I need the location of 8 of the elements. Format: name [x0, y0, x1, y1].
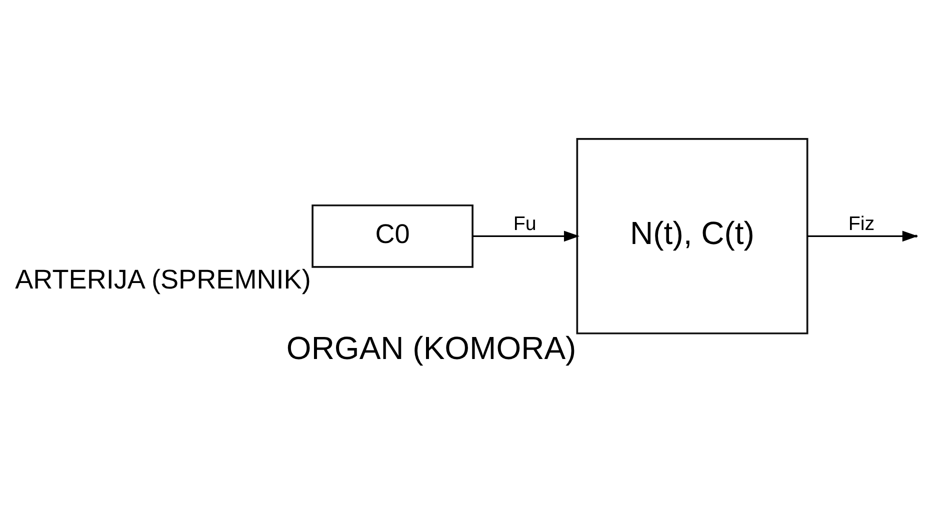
edge-label: Fiz: [848, 212, 875, 235]
node-box: N(t), C(t): [576, 138, 808, 334]
edge-label: Fu: [513, 212, 536, 235]
node-label: ORGAN (KOMORA): [286, 330, 576, 366]
node-box: C0: [312, 204, 474, 268]
arrow: [807, 230, 918, 242]
node-label: ARTERIJA (SPREMNIK): [15, 264, 311, 295]
arrow: [472, 230, 580, 242]
